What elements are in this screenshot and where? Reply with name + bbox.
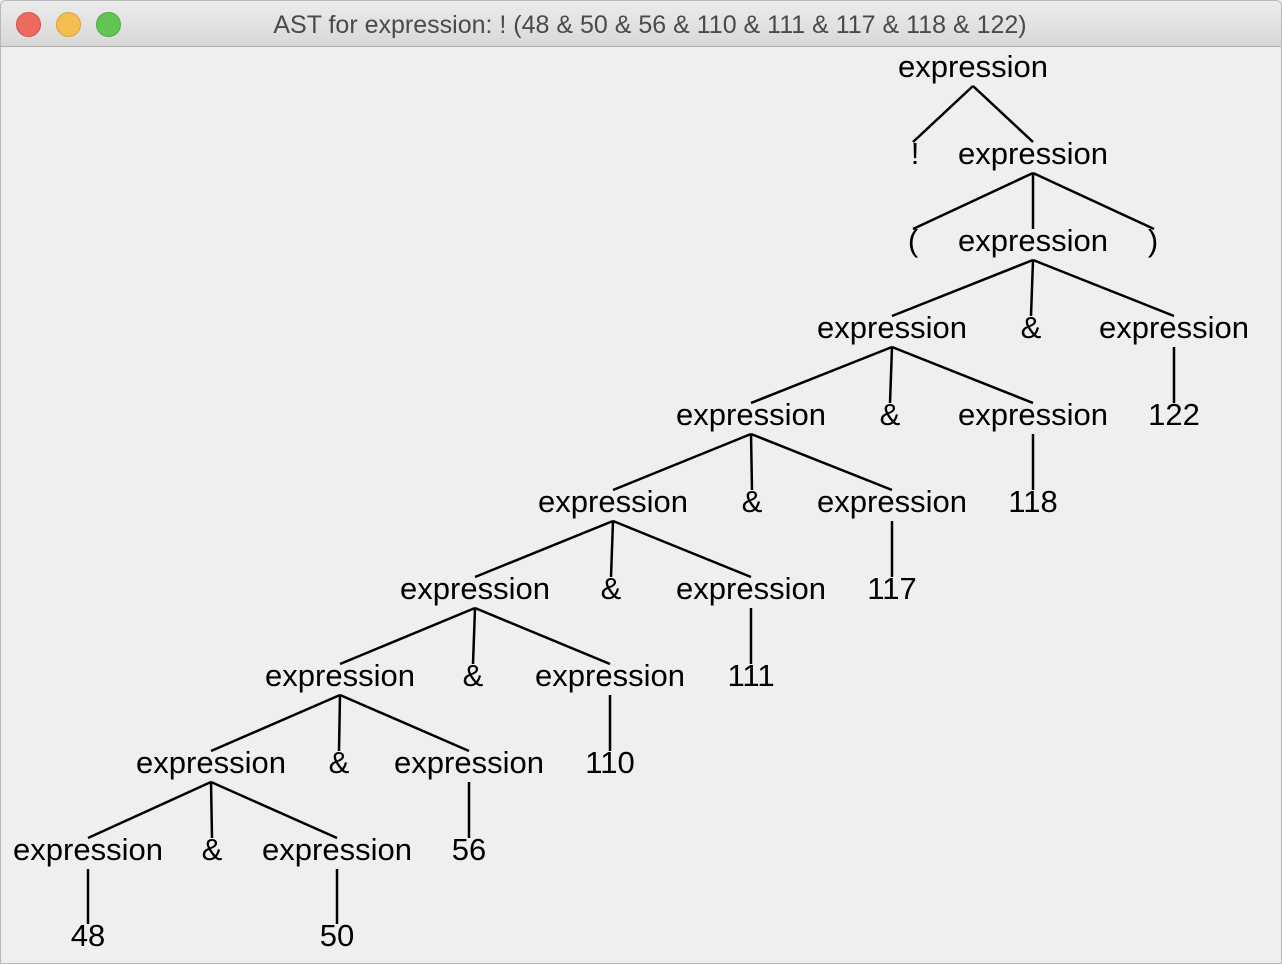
tree-edge (474, 519, 614, 579)
node-number-leaf: 50 (320, 918, 354, 953)
node-expression-root: expression (898, 49, 1048, 84)
tree-edge (210, 693, 341, 753)
node-number-leaf: 118 (1008, 484, 1057, 519)
tree-edge (612, 432, 752, 492)
node-expression: expression (958, 223, 1108, 258)
node-expression: expression (13, 832, 163, 867)
node-expression: expression (262, 832, 412, 867)
close-window-button[interactable] (16, 12, 41, 37)
node-number-leaf: 117 (867, 571, 916, 606)
node-expression: expression (265, 658, 415, 693)
tree-edge (972, 85, 1034, 143)
tree-edge (750, 432, 893, 492)
node-expression: expression (676, 397, 826, 432)
node-expression: expression (817, 310, 967, 345)
node-expression: expression (958, 397, 1108, 432)
tree-edge (749, 433, 754, 491)
node-not-operator: ! (911, 136, 920, 171)
tree-edge (209, 781, 214, 839)
zoom-window-button[interactable] (96, 12, 121, 37)
tree-edge (339, 606, 476, 666)
node-and-operator: & (601, 571, 622, 606)
node-expression: expression (1099, 310, 1249, 345)
minimize-window-button[interactable] (56, 12, 81, 37)
tree-edge (210, 780, 338, 840)
node-expression: expression (400, 571, 550, 606)
node-and-operator: & (880, 397, 901, 432)
node-open-paren: ( (908, 223, 919, 258)
tree-edge (612, 519, 752, 579)
node-number-leaf: 110 (585, 745, 634, 780)
tree-edge (891, 258, 1034, 318)
node-and-operator: & (742, 484, 763, 519)
node-expression: expression (817, 484, 967, 519)
node-and-operator: & (1021, 310, 1042, 345)
node-expression: expression (958, 136, 1108, 171)
tree-edge (609, 520, 615, 578)
tree-edge (471, 607, 477, 665)
node-expression: expression (394, 745, 544, 780)
node-expression: expression (136, 745, 286, 780)
ast-canvas: expression! expression ( expression) express… (1, 47, 1281, 963)
node-number-leaf: 48 (71, 918, 105, 953)
tree-edge (1032, 258, 1175, 318)
node-and-operator: & (329, 745, 350, 780)
node-expression: expression (535, 658, 685, 693)
node-number-leaf: 111 (727, 658, 774, 693)
node-number-leaf: 56 (452, 832, 486, 867)
window-title: AST for expression: ! (48 & 50 & 56 & 11… (273, 11, 1027, 39)
tree-edge (1029, 259, 1035, 317)
tree-edge (474, 606, 611, 666)
node-number-leaf: 122 (1148, 397, 1200, 432)
node-and-operator: & (463, 658, 484, 693)
tree-edge (339, 693, 470, 753)
node-expression: expression (676, 571, 826, 606)
tree-edge (750, 345, 893, 405)
tree-edge (888, 346, 894, 404)
ast-tree-diagram: expression! expression ( expression) express… (13, 49, 1249, 953)
node-close-paren: ) (1148, 223, 1158, 258)
tree-edge (912, 85, 974, 143)
tree-edge (337, 694, 342, 752)
node-expression: expression (538, 484, 688, 519)
title-bar[interactable]: AST for expression: ! (48 & 50 & 56 & 11… (1, 1, 1281, 47)
tree-edge (87, 780, 212, 840)
tree-edge (912, 171, 1034, 231)
tree-edge (1032, 171, 1155, 231)
tree-edge (891, 345, 1034, 405)
node-and-operator: & (202, 832, 223, 867)
